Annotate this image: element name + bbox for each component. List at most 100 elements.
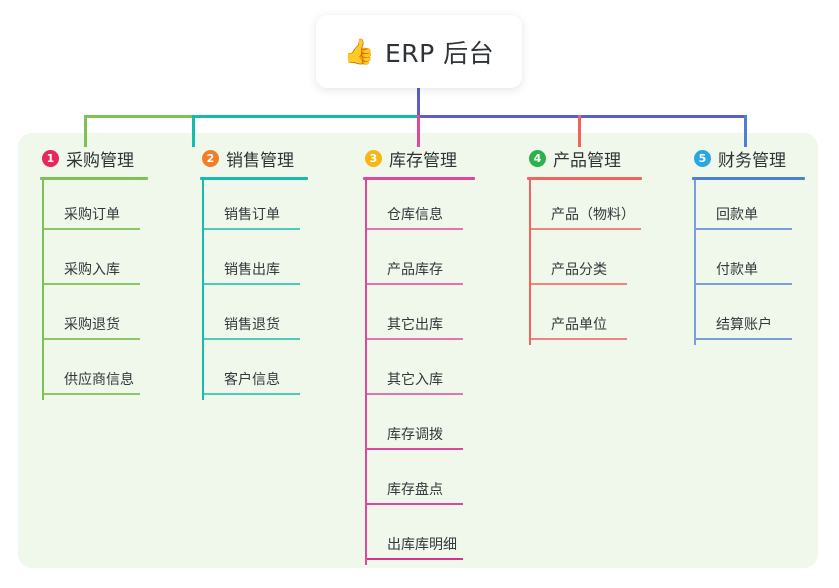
column-title-3: 库存管理 <box>389 150 457 171</box>
leaf-spine-5 <box>694 180 696 345</box>
column-underline-4 <box>527 177 642 180</box>
column-underline-5 <box>692 177 805 180</box>
leaf-label: 付款单 <box>716 262 758 278</box>
list-item[interactable]: 销售订单 <box>202 180 350 235</box>
column-inventory: 3 库存管理 仓库信息 产品库存 其它出库 其它入库 库存调拨 库存盘点 <box>363 145 523 565</box>
list-item[interactable]: 库存盘点 <box>365 455 523 510</box>
list-item[interactable]: 产品单位 <box>529 290 697 345</box>
leaf-underline <box>204 283 300 285</box>
leaf-underline <box>204 338 300 340</box>
column-sales: 2 销售管理 销售订单 销售出库 销售退货 客户信息 <box>200 145 350 400</box>
column-badge-5: 5 <box>694 149 711 167</box>
connector-bus-segment-3 <box>417 115 747 118</box>
column-header-1[interactable]: 1 采购管理 <box>40 145 190 171</box>
thumbs-up-icon: 👍 <box>343 37 375 66</box>
leaf-underline <box>531 228 641 230</box>
leaf-label: 仓库信息 <box>387 207 443 223</box>
list-item[interactable]: 采购入库 <box>42 235 190 290</box>
column-badge-4: 4 <box>529 149 546 167</box>
leaf-label: 其它出库 <box>387 317 443 333</box>
leaf-underline <box>696 338 792 340</box>
column-product: 4 产品管理 产品（物料） 产品分类 产品单位 <box>527 145 697 345</box>
connector-root-stem <box>417 88 420 117</box>
leaf-list-2: 销售订单 销售出库 销售退货 客户信息 <box>200 180 350 400</box>
leaf-underline <box>204 393 300 395</box>
list-item[interactable]: 产品（物料） <box>529 180 697 235</box>
column-header-4[interactable]: 4 产品管理 <box>527 145 697 171</box>
list-item[interactable]: 结算账户 <box>694 290 832 345</box>
leaf-spine-1 <box>42 180 44 400</box>
leaf-list-1: 采购订单 采购入库 采购退货 供应商信息 <box>40 180 190 400</box>
list-item[interactable]: 库存调拨 <box>365 400 523 455</box>
leaf-list-5: 回款单 付款单 结算账户 <box>692 180 832 345</box>
column-title-2: 销售管理 <box>226 150 294 171</box>
leaf-underline <box>44 283 140 285</box>
leaf-spine-3 <box>365 180 367 565</box>
list-item[interactable]: 产品库存 <box>365 235 523 290</box>
leaf-underline <box>44 393 140 395</box>
leaf-label: 其它入库 <box>387 372 443 388</box>
column-underline-3 <box>363 177 475 180</box>
leaf-underline <box>44 338 140 340</box>
column-header-5[interactable]: 5 财务管理 <box>692 145 832 171</box>
leaf-spine-4 <box>529 180 531 345</box>
leaf-label: 回款单 <box>716 207 758 223</box>
list-item[interactable]: 销售出库 <box>202 235 350 290</box>
root-node-erp-backend[interactable]: 👍 ERP 后台 <box>316 15 522 88</box>
list-item[interactable]: 采购订单 <box>42 180 190 235</box>
list-item[interactable]: 供应商信息 <box>42 345 190 400</box>
leaf-underline <box>367 228 463 230</box>
connector-drop-column-2 <box>192 115 195 147</box>
column-underline-1 <box>40 177 148 180</box>
column-title-4: 产品管理 <box>553 150 621 171</box>
leaf-underline <box>696 228 792 230</box>
leaf-label: 出库库明细 <box>387 537 457 553</box>
leaf-label: 库存调拨 <box>387 427 443 443</box>
diagram-panel <box>18 133 818 568</box>
connector-drop-column-1 <box>84 115 87 147</box>
leaf-underline <box>531 283 627 285</box>
column-underline-2 <box>200 177 308 180</box>
leaf-label: 采购退货 <box>64 317 120 333</box>
leaf-label: 销售退货 <box>224 317 280 333</box>
list-item[interactable]: 出库库明细 <box>365 510 523 565</box>
leaf-label: 产品（物料） <box>551 207 635 223</box>
list-item[interactable]: 其它出库 <box>365 290 523 345</box>
connector-drop-column-5 <box>744 115 747 147</box>
leaf-underline <box>44 228 140 230</box>
leaf-label: 销售订单 <box>224 207 280 223</box>
leaf-label: 库存盘点 <box>387 482 443 498</box>
leaf-label: 产品分类 <box>551 262 607 278</box>
connector-drop-column-4 <box>578 115 581 147</box>
column-header-3[interactable]: 3 库存管理 <box>363 145 523 171</box>
leaf-underline <box>367 448 463 450</box>
list-item[interactable]: 付款单 <box>694 235 832 290</box>
list-item[interactable]: 产品分类 <box>529 235 697 290</box>
leaf-label: 采购入库 <box>64 262 120 278</box>
list-item[interactable]: 回款单 <box>694 180 832 235</box>
leaf-label: 结算账户 <box>716 317 772 333</box>
leaf-underline <box>696 283 792 285</box>
list-item[interactable]: 销售退货 <box>202 290 350 345</box>
root-node-title: ERP 后台 <box>384 38 495 68</box>
leaf-label: 产品单位 <box>551 317 607 333</box>
leaf-underline <box>531 338 627 340</box>
leaf-label: 采购订单 <box>64 207 120 223</box>
list-item[interactable]: 仓库信息 <box>365 180 523 235</box>
column-header-2[interactable]: 2 销售管理 <box>200 145 350 171</box>
leaf-underline <box>367 393 463 395</box>
leaf-underline <box>367 503 463 505</box>
list-item[interactable]: 采购退货 <box>42 290 190 345</box>
connector-drop-column-3 <box>417 115 420 147</box>
leaf-label: 供应商信息 <box>64 372 134 388</box>
list-item[interactable]: 客户信息 <box>202 345 350 400</box>
leaf-label: 销售出库 <box>224 262 280 278</box>
list-item[interactable]: 其它入库 <box>365 345 523 400</box>
leaf-underline <box>367 558 463 560</box>
leaf-label: 产品库存 <box>387 262 443 278</box>
column-badge-1: 1 <box>42 149 59 167</box>
leaf-list-4: 产品（物料） 产品分类 产品单位 <box>527 180 697 345</box>
column-title-1: 采购管理 <box>66 150 134 171</box>
leaf-spine-2 <box>202 180 204 400</box>
leaf-underline <box>204 228 300 230</box>
